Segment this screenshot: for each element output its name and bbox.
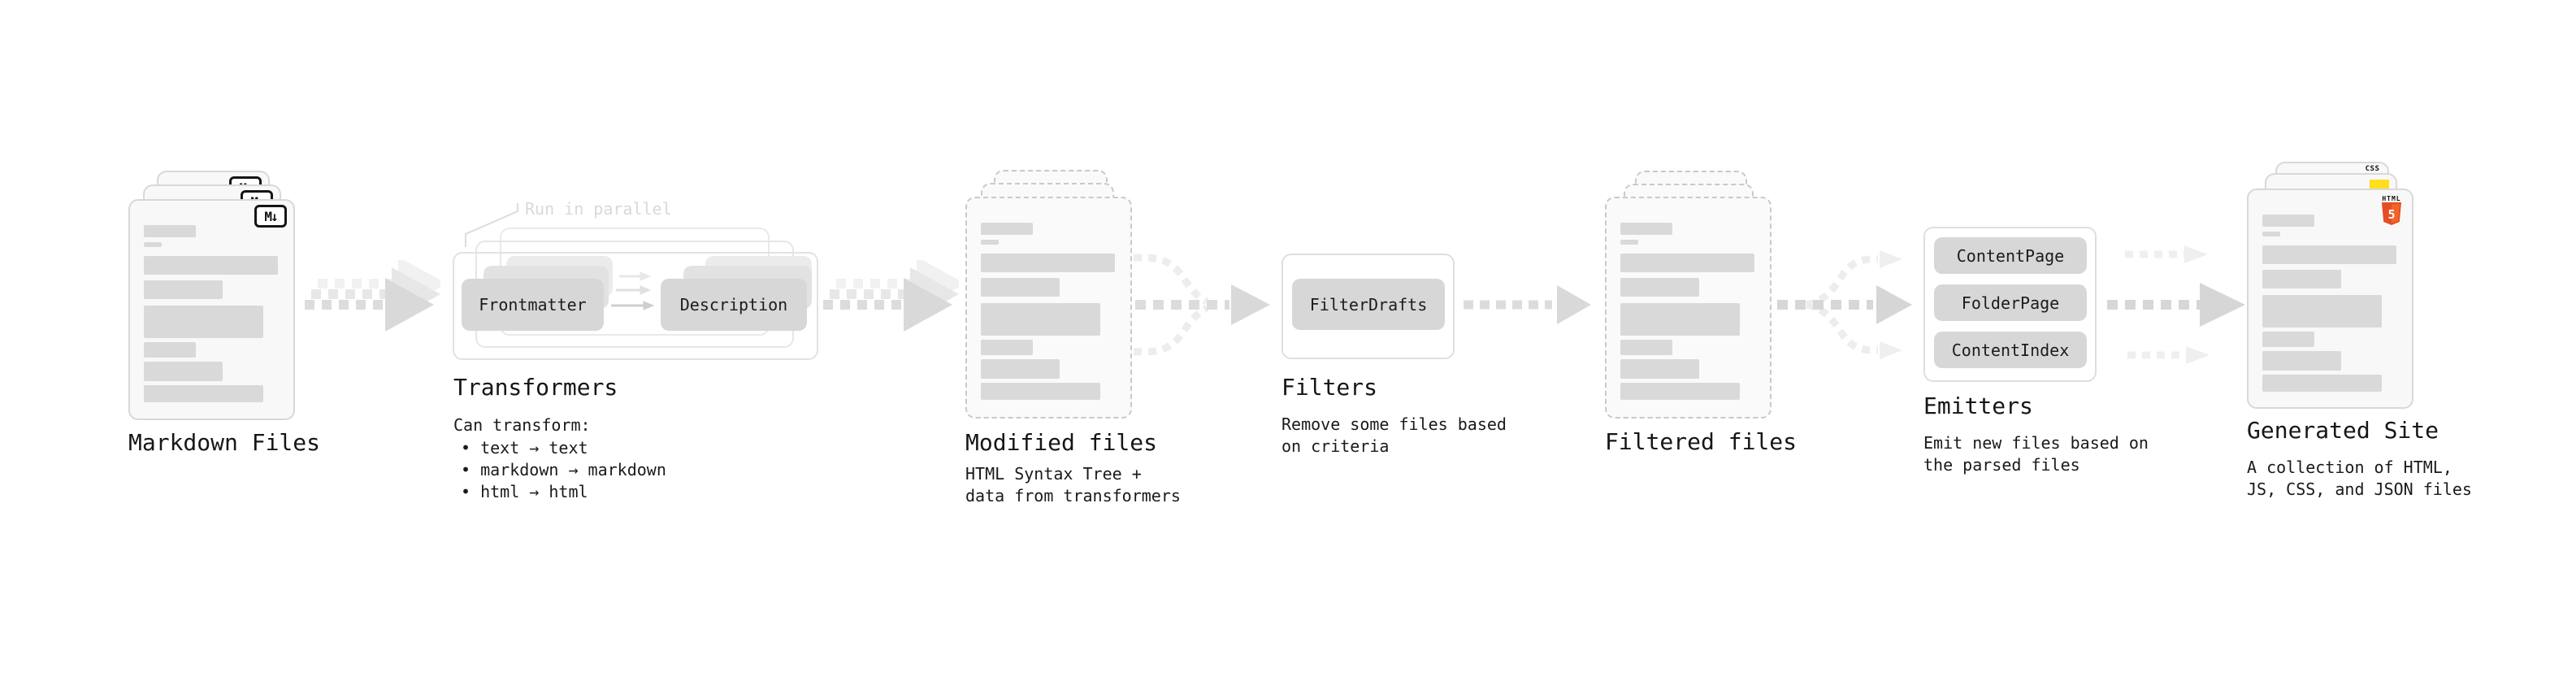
skeleton-bar (2262, 270, 2341, 288)
skeleton-bar (1620, 359, 1699, 379)
skeleton-bar (144, 306, 263, 338)
dashed-arrow-icon (1464, 285, 1591, 324)
skeleton-bar (2262, 332, 2314, 347)
skeleton-bar (2262, 245, 2396, 264)
emitters-desc-line: the parsed files (1923, 455, 2080, 475)
skeleton-bar (144, 256, 278, 275)
skeleton-bar (1620, 340, 1672, 355)
note-connector-line (465, 203, 518, 247)
filter-pill-filterdrafts: FilterDrafts (1292, 279, 1445, 330)
skeleton-bar (981, 278, 1060, 297)
stage-title-filtered-files: Filtered files (1605, 428, 1798, 455)
skeleton-bar (2262, 295, 2382, 327)
skeleton-bar (1620, 383, 1740, 400)
emitter-pill-contentpage: ContentPage (1934, 237, 2087, 274)
transformer-pill-description: Description (661, 279, 807, 331)
generated-desc-line: A collection of HTML, (2247, 458, 2452, 477)
skeleton-bar (1620, 303, 1740, 336)
stage-title-generated-site: Generated Site (2247, 417, 2439, 444)
stage-title-filters: Filters (1281, 374, 1378, 401)
skeleton-bar (981, 383, 1100, 400)
skeleton-bar (2262, 375, 2382, 392)
stage-title-emitters: Emitters (1923, 393, 2033, 419)
skeleton-bar (1620, 254, 1754, 272)
skeleton-bar (1620, 223, 1672, 235)
skeleton-bar (2262, 215, 2314, 227)
svg-text:5: 5 (2387, 207, 2395, 222)
transformers-desc-heading: Can transform: (453, 415, 591, 435)
stage-title-markdown-files: Markdown Files (128, 429, 321, 456)
parallel-arrows-icon (611, 271, 655, 310)
skeleton-bar (1620, 278, 1699, 297)
triple-arrow-icon (2107, 245, 2245, 364)
skeleton-bar (2262, 232, 2280, 236)
stage-title-modified-files: Modified files (965, 429, 1158, 456)
modified-desc-line: data from transformers (965, 486, 1181, 505)
markdown-icon: M↓ (254, 205, 287, 228)
html5-shield: 5 (2382, 202, 2401, 225)
js-icon (2370, 180, 2389, 189)
modified-file-card-front (965, 197, 1132, 419)
skeleton-bar (981, 359, 1060, 379)
dashed-stacked-arrow-icon (305, 260, 440, 332)
skeleton-bar (981, 223, 1033, 235)
skeleton-bar (144, 362, 223, 381)
skeleton-bar (981, 240, 999, 245)
skeleton-bar (144, 225, 196, 237)
emitters-desc-line: Emit new files based on (1923, 433, 2149, 453)
skeleton-bar (981, 254, 1115, 272)
transformer-pill-frontmatter: Frontmatter (462, 279, 604, 331)
emitter-pill-contentindex: ContentIndex (1934, 332, 2087, 368)
skeleton-bar (981, 303, 1100, 336)
html5-icon: HTML 5 (2379, 195, 2404, 228)
emitter-pill-folderpage: FolderPage (1934, 284, 2087, 321)
transformer-box-front (453, 252, 818, 360)
modified-desc-line: HTML Syntax Tree + (965, 464, 1142, 484)
skeleton-bar (2262, 351, 2341, 371)
skeleton-bar (144, 280, 223, 299)
stage-title-transformers: Transformers (453, 374, 618, 401)
transformers-bullet: • text → text (461, 438, 588, 458)
generated-card-html: HTML 5 (2247, 189, 2413, 409)
transformers-bullet: • markdown → markdown (461, 460, 666, 479)
run-in-parallel-note: Run in parallel (525, 199, 672, 219)
fanout-arrow-icon (1777, 250, 1912, 359)
skeleton-bar (144, 342, 196, 358)
filters-desc-line: on criteria (1281, 436, 1390, 456)
generated-desc-line: JS, CSS, and JSON files (2247, 479, 2472, 499)
skeleton-bar (1620, 240, 1638, 245)
skeleton-bar (981, 340, 1033, 355)
filters-desc-line: Remove some files based (1281, 414, 1507, 434)
transformers-bullet: • html → html (461, 482, 588, 501)
markdown-file-card-front: M↓ (128, 199, 295, 420)
dashed-stacked-arrow-icon (823, 260, 959, 332)
skeleton-bar (144, 242, 162, 247)
skeleton-bar (144, 385, 263, 402)
merge-arrow-icon (1134, 254, 1270, 356)
filtered-file-card-front (1605, 197, 1772, 419)
